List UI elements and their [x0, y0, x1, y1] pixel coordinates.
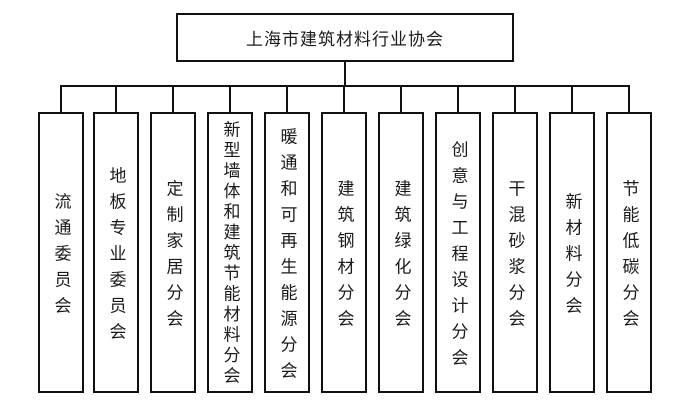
- connector-drop: [286, 86, 288, 113]
- connector-drop: [457, 86, 459, 113]
- branch-box-new-wall-energy-saving-materials: 新型墙体和建筑节能材料分会: [207, 112, 253, 393]
- connector-stem: [344, 62, 346, 86]
- branch-box-dry-mix-mortar: 干混砂浆分会: [492, 112, 538, 393]
- connector-drop: [400, 86, 402, 113]
- connector-drop: [514, 86, 516, 113]
- branch-box-building-greening: 建筑绿化分会: [378, 112, 424, 393]
- connector-drop: [172, 86, 174, 113]
- branch-box-circulation-committee: 流通委员会: [38, 112, 84, 393]
- branch-label: 暖通和可再生能源分会: [277, 127, 297, 387]
- connector-drop: [115, 86, 117, 113]
- branch-label: 建筑钢材分会: [334, 179, 354, 335]
- branch-box-building-steel: 建筑钢材分会: [321, 112, 367, 393]
- branch-label: 干混砂浆分会: [505, 179, 525, 335]
- connector-drop: [343, 86, 345, 113]
- branch-label: 新材料分会: [562, 192, 582, 322]
- branch-box-new-materials: 新材料分会: [549, 112, 595, 393]
- branch-box-custom-home: 定制家居分会: [150, 112, 196, 393]
- connector-drop: [229, 86, 231, 113]
- branch-label: 新型墙体和建筑节能材料分会: [220, 121, 240, 388]
- root-label: 上海市建筑材料行业协会: [246, 30, 444, 49]
- branch-box-energy-saving-low-carbon: 节能低碳分会: [606, 112, 652, 393]
- root-box: 上海市建筑材料行业协会: [176, 13, 514, 62]
- branch-label: 地板专业委员会: [106, 166, 126, 348]
- branch-label: 定制家居分会: [163, 179, 183, 335]
- connector-drop: [628, 86, 630, 113]
- branch-box-creative-engineering-design: 创意与工程设计分会: [435, 112, 481, 393]
- branch-box-hvac-renewable-energy: 暖通和可再生能源分会: [264, 112, 310, 393]
- branch-label: 创意与工程设计分会: [448, 140, 468, 374]
- branch-box-flooring-committee: 地板专业委员会: [93, 112, 139, 393]
- branch-label: 节能低碳分会: [619, 179, 639, 335]
- connector-drop: [60, 86, 62, 113]
- branch-label: 流通委员会: [51, 192, 71, 322]
- branch-label: 建筑绿化分会: [391, 179, 411, 335]
- connector-horizontal-line: [60, 85, 630, 87]
- connector-drop: [571, 86, 573, 113]
